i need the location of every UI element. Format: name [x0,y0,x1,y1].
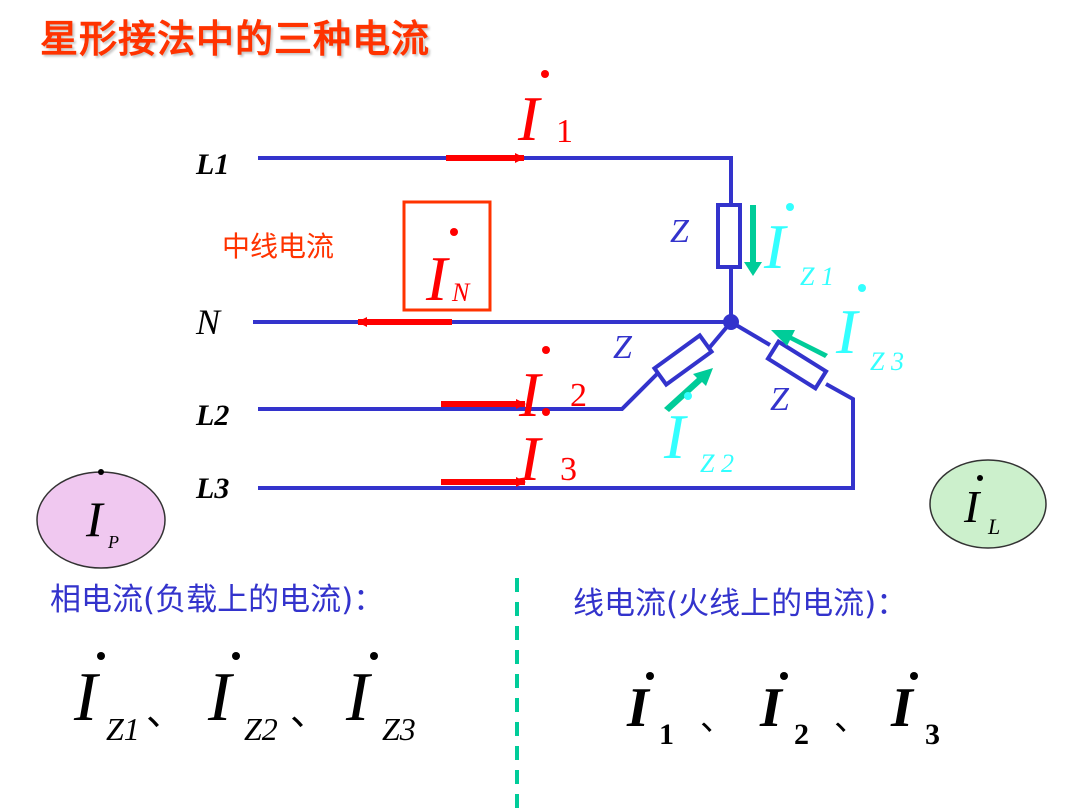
phase-term-1: I Z1 、 [73,652,184,747]
svg-text:I: I [425,243,450,314]
svg-text:1: 1 [556,113,573,150]
line-current-heading: 线电流(火线上的电流)： [573,586,907,622]
label-l1: L1 [195,148,229,181]
current-i3: I 3 [518,408,577,494]
line-term-1: I 1 、 [626,672,734,751]
svg-text:N: N [451,278,471,307]
svg-text:I: I [345,659,373,736]
current-i2: I 2 [518,346,587,430]
current-iz3: I Z 3 [835,284,904,376]
svg-text:、: 、 [700,701,734,738]
label-n: N [195,302,222,342]
wire-l3 [258,382,855,490]
label-z1: Z [670,213,690,250]
phase-term-3: I Z3 [345,652,416,747]
svg-text:、: 、 [290,692,328,734]
wire-l1 [258,156,733,205]
label-l3: L3 [195,472,229,505]
svg-text:P: P [107,532,119,552]
svg-text:Z 2: Z 2 [700,449,734,478]
bubble-line-current: I L [929,459,1047,549]
phase-term-2: I Z2 、 [207,652,328,747]
svg-text:I: I [207,659,235,736]
wire-l2 [258,372,659,411]
arrow-iz1 [744,205,762,276]
label-z2: Z [613,329,633,366]
svg-text:1: 1 [659,718,674,751]
line-term-3: I 3 [890,672,940,751]
svg-text:3: 3 [560,451,577,488]
current-in: I N [425,228,471,314]
phase-current-heading: 相电流(负载上的电流)： [50,582,384,618]
svg-text:I: I [890,677,915,739]
svg-text:I: I [73,659,101,736]
label-l2: L2 [195,399,229,432]
svg-text:Z2: Z2 [244,711,278,747]
bubble-phase-current: I P [36,469,166,569]
wires [253,156,855,490]
phase-arrows [664,205,828,412]
svg-text:I: I [85,491,105,547]
svg-text:L: L [987,514,1000,539]
resistor-z3 [765,338,829,392]
svg-text:I: I [763,211,788,282]
svg-text:Z 3: Z 3 [870,347,904,376]
resistor-z2 [651,332,715,388]
arrow-iz3 [771,330,828,358]
svg-text:I: I [517,83,542,154]
svg-text:I: I [518,423,543,494]
svg-text:3: 3 [925,718,940,751]
neutral-current-box [402,200,492,312]
svg-text:I: I [663,401,688,472]
svg-text:2: 2 [794,718,809,751]
svg-text:I: I [626,677,651,739]
current-iz2: I Z 2 [663,392,734,478]
svg-text:I: I [963,481,982,532]
svg-text:、: 、 [834,701,868,738]
resistor-z1 [716,203,742,269]
svg-text:I: I [518,359,543,430]
svg-text:、: 、 [146,692,184,734]
current-i1: I 1 [517,70,573,154]
neutral-node [723,314,739,330]
label-z3: Z [770,381,790,418]
svg-text:Z1: Z1 [106,711,140,747]
svg-text:2: 2 [570,377,587,414]
page-title: 星形接法中的三种电流 [40,17,431,61]
current-iz1: I Z 1 [763,203,834,291]
svg-text:Z 1: Z 1 [800,262,834,291]
neutral-current-label: 中线电流 [222,230,334,263]
svg-text:I: I [759,677,784,739]
arrow-iz2 [664,368,713,412]
line-term-2: I 2 、 [759,672,868,751]
svg-text:I: I [835,296,860,367]
svg-text:Z3: Z3 [382,711,416,747]
